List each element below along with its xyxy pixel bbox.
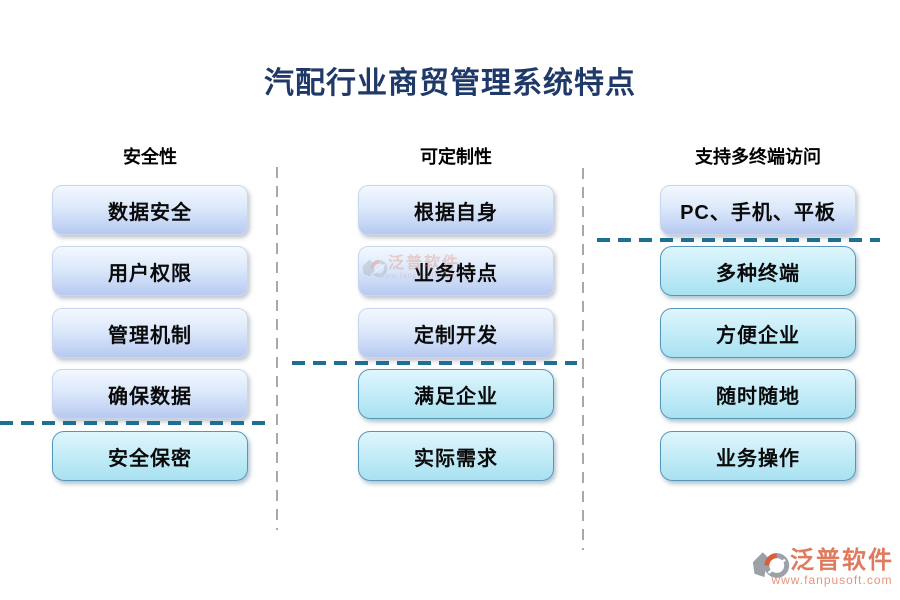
box-data-security: 数据安全 — [52, 185, 248, 235]
security-split-dashed-line — [0, 421, 272, 425]
fanpu-logo-icon — [362, 259, 388, 277]
fanpu-url-text: www.fanpusoft.com — [771, 573, 893, 588]
column-divider-line-1 — [276, 167, 278, 530]
column-header-security: 安全性 — [123, 147, 177, 167]
box-satisfy-enterprise: 满足企业 — [358, 369, 554, 419]
box-business-operation: 业务操作 — [660, 431, 856, 481]
box-convenient-enterprise: 方便企业 — [660, 308, 856, 358]
watermark-center: 泛普软件 www.fanpusoft.com — [362, 255, 461, 280]
column-divider-line-2 — [582, 168, 584, 550]
customizability-split-dashed-line — [292, 361, 577, 365]
box-security-confidentiality: 安全保密 — [52, 431, 248, 481]
fanpu-url-text: www.fanpusoft.com — [379, 272, 457, 280]
fanpu-brand-text: 泛普软件 — [790, 547, 894, 574]
box-custom-development: 定制开发 — [358, 308, 554, 358]
box-management-mechanism: 管理机制 — [52, 308, 248, 358]
column-header-multi-terminal: 支持多终端访问 — [695, 147, 821, 167]
page-title: 汽配行业商贸管理系统特点 — [264, 67, 636, 100]
box-pc-mobile-tablet: PC、手机、平板 — [660, 185, 856, 235]
fanpu-logo-icon — [752, 552, 790, 578]
box-anytime-anywhere: 随时随地 — [660, 369, 856, 419]
box-ensure-data: 确保数据 — [52, 369, 248, 419]
watermark-bottom-right: 泛普软件 www.fanpusoft.com — [752, 548, 894, 587]
box-user-permission: 用户权限 — [52, 246, 248, 296]
box-multiple-terminals: 多种终端 — [660, 246, 856, 296]
box-based-on-own: 根据自身 — [358, 185, 554, 235]
box-actual-needs: 实际需求 — [358, 431, 554, 481]
multi-terminal-split-dashed-line — [597, 238, 880, 242]
column-header-customizability: 可定制性 — [420, 147, 492, 167]
box-business-features: 业务特点 — [358, 246, 554, 296]
fanpu-brand-text: 泛普软件 — [388, 255, 461, 272]
